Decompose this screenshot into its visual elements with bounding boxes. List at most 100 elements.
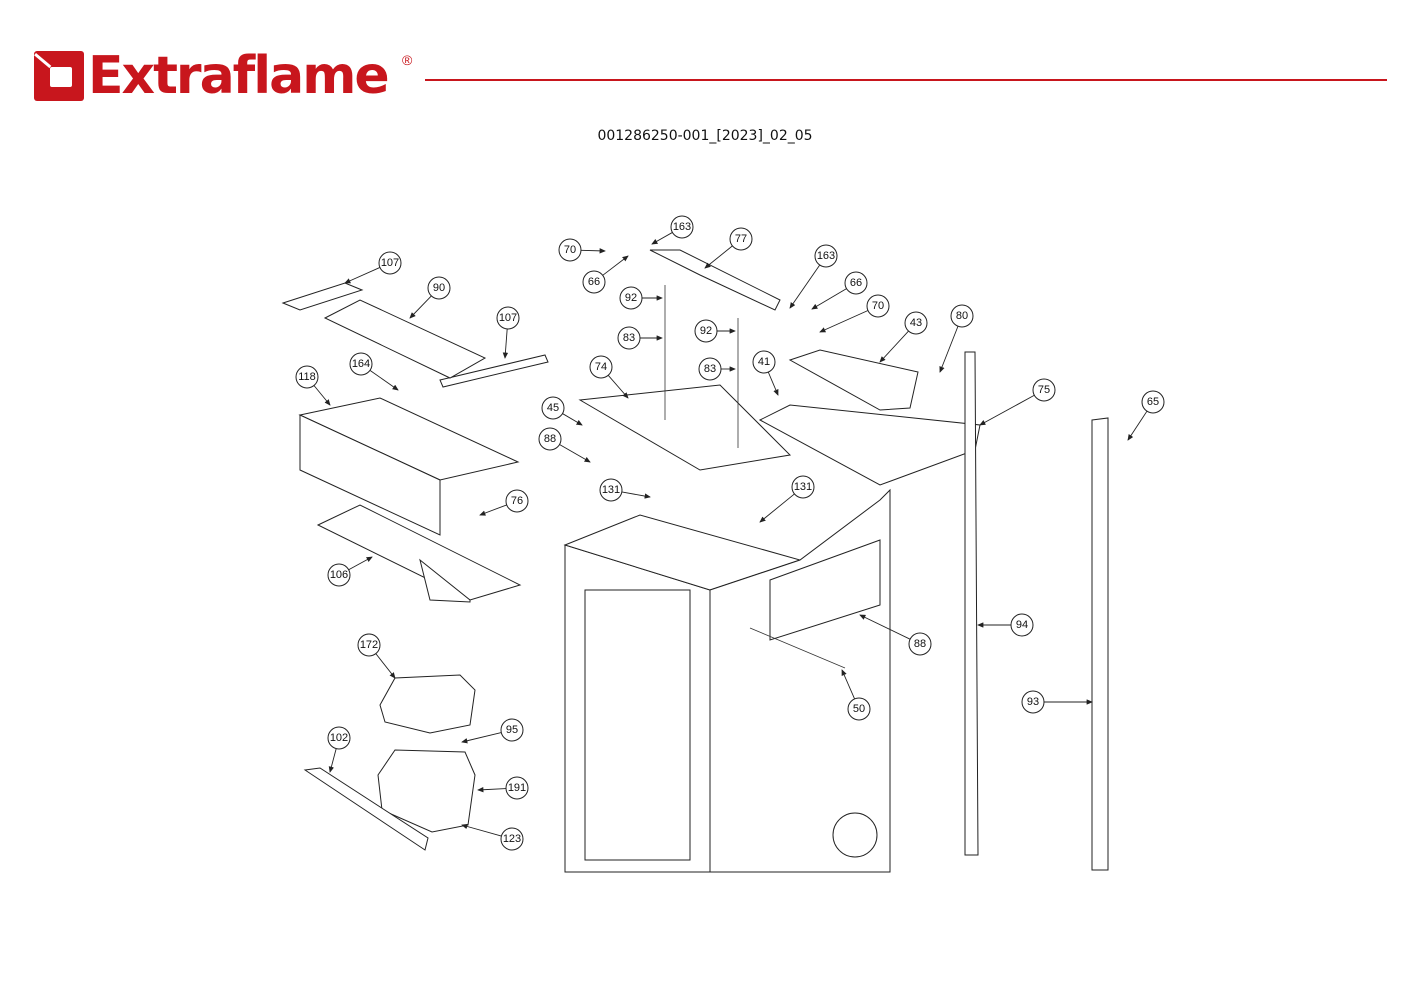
callout-172: 172	[357, 633, 396, 679]
callout-number: 77	[735, 233, 747, 245]
callout-number: 94	[1016, 619, 1028, 631]
callout-45: 45	[541, 396, 583, 426]
document-code: 001286250-001_[2023]_02_05	[597, 128, 813, 144]
callout-circle	[589, 355, 613, 379]
callout-number: 93	[1027, 696, 1039, 708]
callout-number: 80	[956, 310, 968, 322]
callout-circle	[847, 697, 871, 721]
door-frame	[584, 589, 691, 861]
callout-circle	[950, 304, 974, 328]
callout-66: 66	[811, 271, 868, 310]
callout-number: 106	[330, 569, 348, 581]
callout-107: 107	[344, 251, 402, 284]
callout-circle	[327, 563, 351, 587]
fan-part	[832, 812, 878, 858]
leader-line	[651, 232, 673, 245]
callout-circle	[496, 306, 520, 330]
brand-logo: Extraflame	[34, 46, 390, 106]
callout-93: 93	[1021, 690, 1093, 714]
callout-70: 70	[819, 294, 890, 333]
callout-circle	[694, 319, 718, 343]
callout-83: 83	[698, 357, 736, 381]
callout-circle	[582, 270, 606, 294]
deflector-part	[303, 767, 429, 851]
callout-65: 65	[1127, 390, 1165, 441]
callout-circle	[619, 286, 643, 310]
callout-74: 74	[589, 355, 629, 399]
leader-line	[1127, 410, 1148, 441]
callout-circle	[698, 357, 722, 381]
leader-line	[759, 493, 795, 523]
callout-circle	[538, 427, 562, 451]
callout-circle	[670, 215, 694, 239]
leader-line	[602, 255, 629, 276]
callout-number: 83	[704, 363, 716, 375]
top-cover-part	[323, 299, 487, 379]
header-rule	[425, 79, 1387, 81]
bracket-77	[649, 249, 781, 311]
logo-flame-icon	[34, 51, 84, 101]
callout-number: 88	[544, 433, 556, 445]
leader-line	[979, 394, 1035, 426]
bottom-plate-part	[316, 504, 522, 601]
leader-line	[313, 385, 331, 406]
leader-line	[841, 669, 856, 700]
callout-circle	[349, 352, 373, 376]
callout-number: 92	[625, 292, 637, 304]
grille-part	[281, 282, 364, 311]
callout-number: 92	[700, 325, 712, 337]
callout-number: 131	[602, 484, 620, 496]
bottom-plate-tab	[419, 558, 471, 603]
leader-line	[859, 614, 911, 640]
callout-circle	[295, 365, 319, 389]
callout-131: 131	[599, 478, 651, 502]
callout-80: 80	[939, 304, 974, 373]
callout-50: 50	[841, 669, 871, 721]
callout-164: 164	[349, 352, 399, 391]
callout-76: 76	[479, 489, 529, 516]
callout-circle	[617, 326, 641, 350]
plate-74	[578, 384, 792, 471]
callout-191: 191	[477, 776, 529, 800]
leader-line	[939, 326, 959, 373]
callout-number: 107	[381, 257, 399, 269]
callout-92: 92	[694, 319, 736, 343]
callout-circle	[541, 396, 565, 420]
callout-circle	[866, 294, 890, 318]
leader-line	[369, 369, 399, 391]
callout-circle	[729, 227, 753, 251]
callout-circle	[505, 776, 529, 800]
callout-number: 76	[511, 495, 523, 507]
parts-drawing	[281, 249, 1109, 873]
plate-88	[769, 539, 881, 641]
callout-circle	[1032, 378, 1056, 402]
callout-107: 107	[496, 306, 520, 359]
gasket-43	[788, 349, 919, 411]
leader-line	[704, 245, 733, 269]
callout-circle	[500, 718, 524, 742]
callout-number: 43	[910, 317, 922, 329]
rod-50	[749, 627, 846, 669]
callout-number: 66	[588, 276, 600, 288]
callout-circle	[599, 478, 623, 502]
callout-number: 107	[499, 312, 517, 324]
callout-90: 90	[409, 276, 451, 319]
callout-circle	[904, 311, 928, 335]
callout-number: 50	[853, 703, 865, 715]
callout-41: 41	[752, 350, 779, 396]
callout-83: 83	[617, 326, 663, 350]
callout-95: 95	[461, 718, 524, 744]
registered-mark: ®	[402, 52, 413, 68]
callout-number: 88	[914, 638, 926, 650]
callout-77: 77	[704, 227, 753, 269]
callout-88: 88	[859, 614, 932, 656]
callout-number: 45	[547, 402, 559, 414]
callout-123: 123	[461, 823, 524, 851]
leader-line	[502, 328, 509, 359]
callout-106: 106	[327, 556, 373, 587]
callout-88: 88	[538, 427, 591, 463]
callout-circle	[500, 827, 524, 851]
callout-circle	[378, 251, 402, 275]
